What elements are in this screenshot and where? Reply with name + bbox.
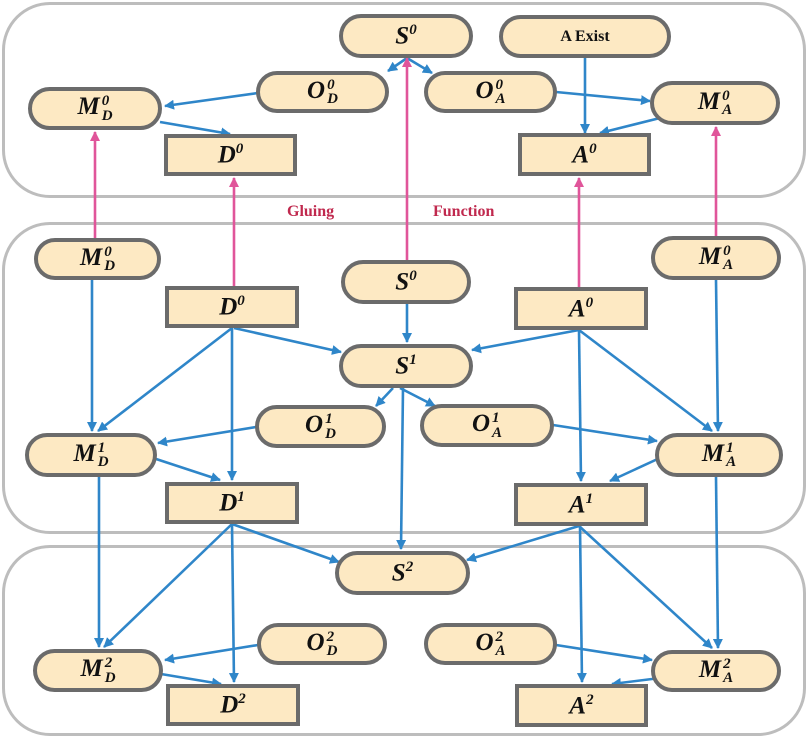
arrow-od0-to-md0 [164,91,259,110]
arrow-d0-to-s1 [233,326,342,355]
arrow-s1-to-od1 [375,387,394,407]
node-d0-top: D0 [164,134,297,176]
arrow-md0-to-d0 [159,120,231,138]
arrow-oa0-to-ma0 [555,90,651,106]
d2-bot-label: D2 [220,691,246,719]
s1-mid-label: S1 [395,352,417,380]
arrow-d1-to-md2 [103,523,233,648]
node-a2-bot: A2 [515,684,648,727]
arrow-d1-to-d2 [228,523,239,683]
arrow-ma0-to-a0 [599,116,661,136]
s0-mid-label: S0 [395,268,417,296]
arrow-ma0-to-ma1 [712,279,723,432]
arrow-s0-to-oa0 [406,56,433,75]
a-exist-label: A Exist [560,27,610,45]
a2-bot-label: A2 [569,691,594,720]
d0-top-label: D0 [217,141,244,169]
arrow-od1-to-md1 [157,425,257,447]
node-s2-bot: S2 [335,551,470,595]
arrow-ma1-to-a1 [609,455,663,483]
node-d0-mid: D0 [165,286,299,328]
function-caption: Function [430,203,498,221]
arrow-s0-to-od0 [387,56,408,73]
arrow-d1-to-s2 [231,522,340,564]
node-s0-mid: S0 [341,260,471,304]
node-d2-bot: D2 [166,684,300,726]
arrow-a1-to-ma2 [578,525,713,649]
node-a-exist: A Exist [499,15,671,58]
d1-mid-label: D1 [219,489,245,517]
arrow-ma1-to-ma2 [712,476,723,649]
node-d1-mid: D1 [165,482,299,524]
arrow-s1-to-oa1 [399,386,436,408]
arrow-a1-to-a2 [576,525,587,683]
node-a0-mid: A0 [514,287,648,330]
gluing-caption: Gluing [284,203,338,221]
arrow-oa2-to-ma2 [555,643,653,664]
arrow-a1-to-s2 [466,524,580,563]
arrow-a0-to-ma1 [578,328,713,433]
a0-mid-label: A0 [568,294,594,323]
arrow-a0-to-a1 [575,329,586,482]
a0-top-label: A0 [572,140,597,169]
s0-top-label: S0 [395,22,417,50]
a1-mid-label: A1 [568,490,594,519]
arrow-od2-to-md2 [164,643,259,664]
arrow-oa1-to-ma1 [552,423,658,445]
arrow-md1-to-d1 [149,455,221,482]
arrow-d0-to-md1 [97,326,233,433]
node-a0-top: A0 [518,133,651,176]
d0-mid-label: D0 [219,293,245,321]
node-a1-mid: A1 [514,483,648,526]
arrow-s1-to-s2 [396,387,407,550]
arrow-a0-to-s1 [471,328,580,354]
node-s0-top: S0 [339,14,473,58]
arrow-md2-to-d2 [154,671,222,688]
node-s1-mid: S1 [339,344,473,388]
s2-bot-label: S2 [391,559,414,587]
